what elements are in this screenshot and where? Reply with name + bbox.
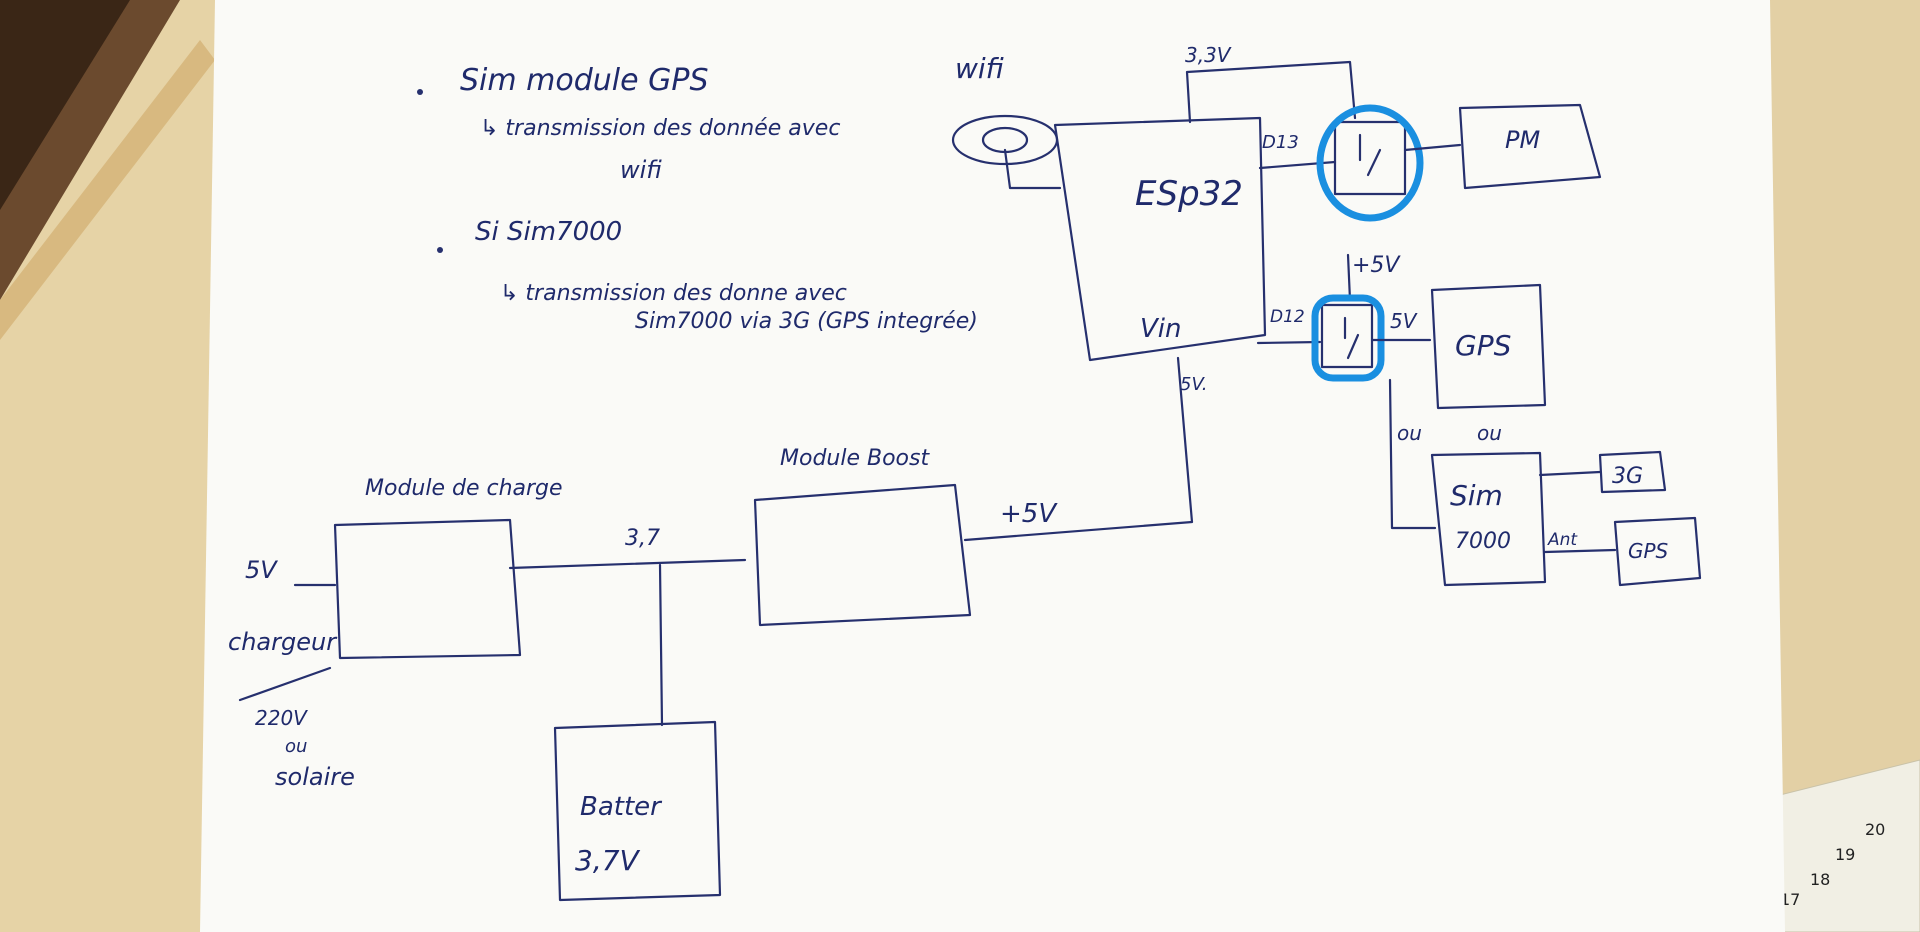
wire-3v7: 3,7: [508, 526, 747, 727]
battery-voltage-label: 3,7V: [575, 844, 641, 877]
battery-label: Batter: [580, 792, 663, 822]
wire-vin-boost: 5V. +5V: [963, 356, 1207, 542]
wifi-antenna: wifi: [951, 52, 1062, 190]
wire-3v3: 3,3V: [1185, 43, 1357, 124]
module-boost-label: Module Boost: [780, 446, 930, 471]
ou-solar-label: ou: [285, 736, 307, 757]
gps-small-label: GPS: [1628, 539, 1669, 563]
svg-text:19: 19: [1835, 845, 1855, 864]
d13-label: D13: [1262, 132, 1299, 153]
highlight-circle-d12: [1311, 294, 1385, 382]
svg-text:18: 18: [1810, 870, 1830, 889]
module-charge-block: Module de charge: [333, 476, 563, 660]
v5-gps-label: 5V: [1390, 309, 1418, 333]
note-line1-sub: ↳ transmission des donnée avec: [480, 116, 840, 141]
solaire-label: solaire: [275, 763, 355, 791]
pm-block: PM: [1458, 103, 1602, 190]
ou-right-label: ou: [1477, 421, 1502, 445]
note-line2-sub2: Sim7000 via 3G (GPS integrée): [635, 309, 978, 334]
svg-text:17: 17: [1780, 890, 1800, 909]
esp32-label: ESp32: [1135, 174, 1243, 214]
note-line1-sub2: wifi: [620, 156, 662, 184]
note-line2: Si Sim7000: [475, 217, 622, 247]
gps-label: GPS: [1455, 329, 1511, 362]
ou-left-label: ou: [1397, 421, 1422, 445]
note-line1: Sim module GPS: [460, 63, 708, 98]
sim-label: Sim: [1450, 479, 1503, 512]
gnd-label: 5V.: [1180, 374, 1207, 395]
switch-d12: D12 5V: [1256, 294, 1432, 382]
sim7000-branch: ou ou Sim 7000 3G Ant GPS: [1388, 378, 1702, 587]
sim-7000-label: 7000: [1455, 529, 1511, 554]
wire-5v-top: +5V: [1346, 253, 1401, 302]
g3-label: 3G: [1612, 464, 1643, 489]
table-pattern: [0, 0, 215, 340]
chargeur-label: chargeur: [228, 628, 338, 656]
d12-label: D12: [1270, 307, 1305, 327]
notes-block: Sim module GPS ↳ transmission des donnée…: [417, 63, 978, 334]
v33-label: 3,3V: [1185, 43, 1232, 67]
plus5v-label: +5V: [1000, 499, 1058, 529]
note-line2-sub: ↳ transmission des donne avec: [500, 281, 847, 306]
vin-label: Vin: [1140, 314, 1182, 344]
gps-block: GPS: [1430, 283, 1547, 410]
plus5v-top-label: +5V: [1352, 253, 1401, 278]
module-boost-block: Module Boost: [753, 446, 972, 627]
charger-input: 5V chargeur 220V ou solaire: [228, 556, 355, 791]
paper-sheet: [200, 0, 1785, 932]
module-charge-label: Module de charge: [365, 476, 563, 501]
pm-label: PM: [1505, 126, 1540, 154]
ant-label: Ant: [1547, 530, 1578, 550]
esp32-block: ESp32 Vin: [1053, 116, 1267, 362]
v37-label: 3,7: [625, 526, 660, 551]
v220-label: 220V: [255, 706, 308, 730]
battery-block: Batter 3,7V: [553, 720, 722, 902]
in5v-label: 5V: [245, 556, 278, 584]
ruler: 17 18 19 20: [1759, 759, 1920, 932]
svg-text:20: 20: [1865, 820, 1885, 839]
highlight-circle-d13: [1316, 104, 1424, 222]
switch-d13: D13: [1258, 104, 1462, 222]
wifi-label: wifi: [955, 52, 1004, 85]
